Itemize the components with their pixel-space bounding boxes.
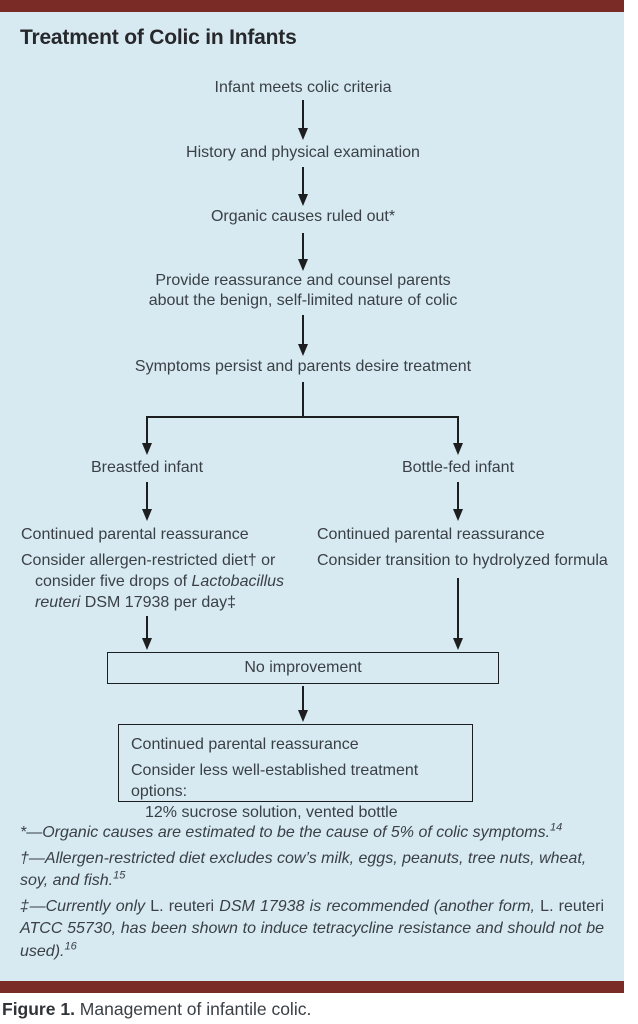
flow-node-reassurance: Provide reassurance and counsel parents … [148,272,458,309]
branch-label-bottlefed: Bottle-fed infant [401,459,515,476]
final-options-box: Continued parental reassurance Consider … [118,724,473,821]
footnotes: *—Organic causes are estimated to be the… [20,822,604,966]
figure-caption: Figure 1. Management of infantile colic. [2,999,311,1020]
arrow-history-to-organic [302,167,304,194]
figure-caption-text: Management of infantile colic. [74,999,312,1019]
breastfed-advice-para2: Consider allergen-restricted diet† or co… [21,552,285,611]
branch-label-breastfed: Breastfed infant [90,459,204,476]
footnote-dagger: †—Allergen-restricted diet excludes cow’… [20,849,587,890]
arrow-noimprove-to-final [302,686,304,710]
final-box-para2: Consider less well-established treatment… [131,762,419,821]
figure-title: Treatment of Colic in Infants [20,26,297,49]
final-box-para1: Continued parental reassurance [131,736,359,753]
arrow-reassure-to-persist [302,315,304,344]
no-improvement-box: No improvement [107,652,499,684]
flow-node-colic-criteria: Infant meets colic criteria [214,79,392,96]
arrow-breastfed-to-advice [146,482,148,509]
footnote-asterisk: *—Organic causes are estimated to be the… [20,821,563,841]
figure-panel: Treatment of Colic in Infants Infant mee… [0,0,624,993]
flow-node-history-exam: History and physical examination [186,144,420,161]
footnote-double-dagger: ‡—Currently only L. reuteri DSM 17938 is… [20,897,605,960]
arrow-bottlefed-to-noimprove [457,578,459,638]
arrow-to-bottlefed [457,416,459,443]
bottlefed-advice-block: Continued parental reassurance Consider … [317,524,617,571]
top-accent-bar [0,0,624,12]
bottom-accent-bar [0,981,624,993]
arrow-criteria-to-history [302,100,304,128]
arrow-organic-to-reassure [302,233,304,259]
arrow-bottlefed-to-advice [457,482,459,509]
arrow-to-breastfed [146,416,148,443]
flow-node-organic-ruled-out: Organic causes ruled out* [210,208,396,225]
branch-horizontal-line [146,416,459,418]
arrow-breastfed-to-noimprove [146,616,148,638]
flow-node-symptoms-persist: Symptoms persist and parents desire trea… [134,358,472,375]
breastfed-advice-para1: Continued parental reassurance [21,526,249,543]
breastfed-advice-block: Continued parental reassurance Consider … [21,524,306,613]
figure-caption-number: Figure 1. [2,999,75,1019]
branch-stem-line [302,382,304,416]
bottlefed-advice-para2: Consider transition to hydrolyzed formul… [317,552,608,569]
bottlefed-advice-para1: Continued parental reassurance [317,526,545,543]
